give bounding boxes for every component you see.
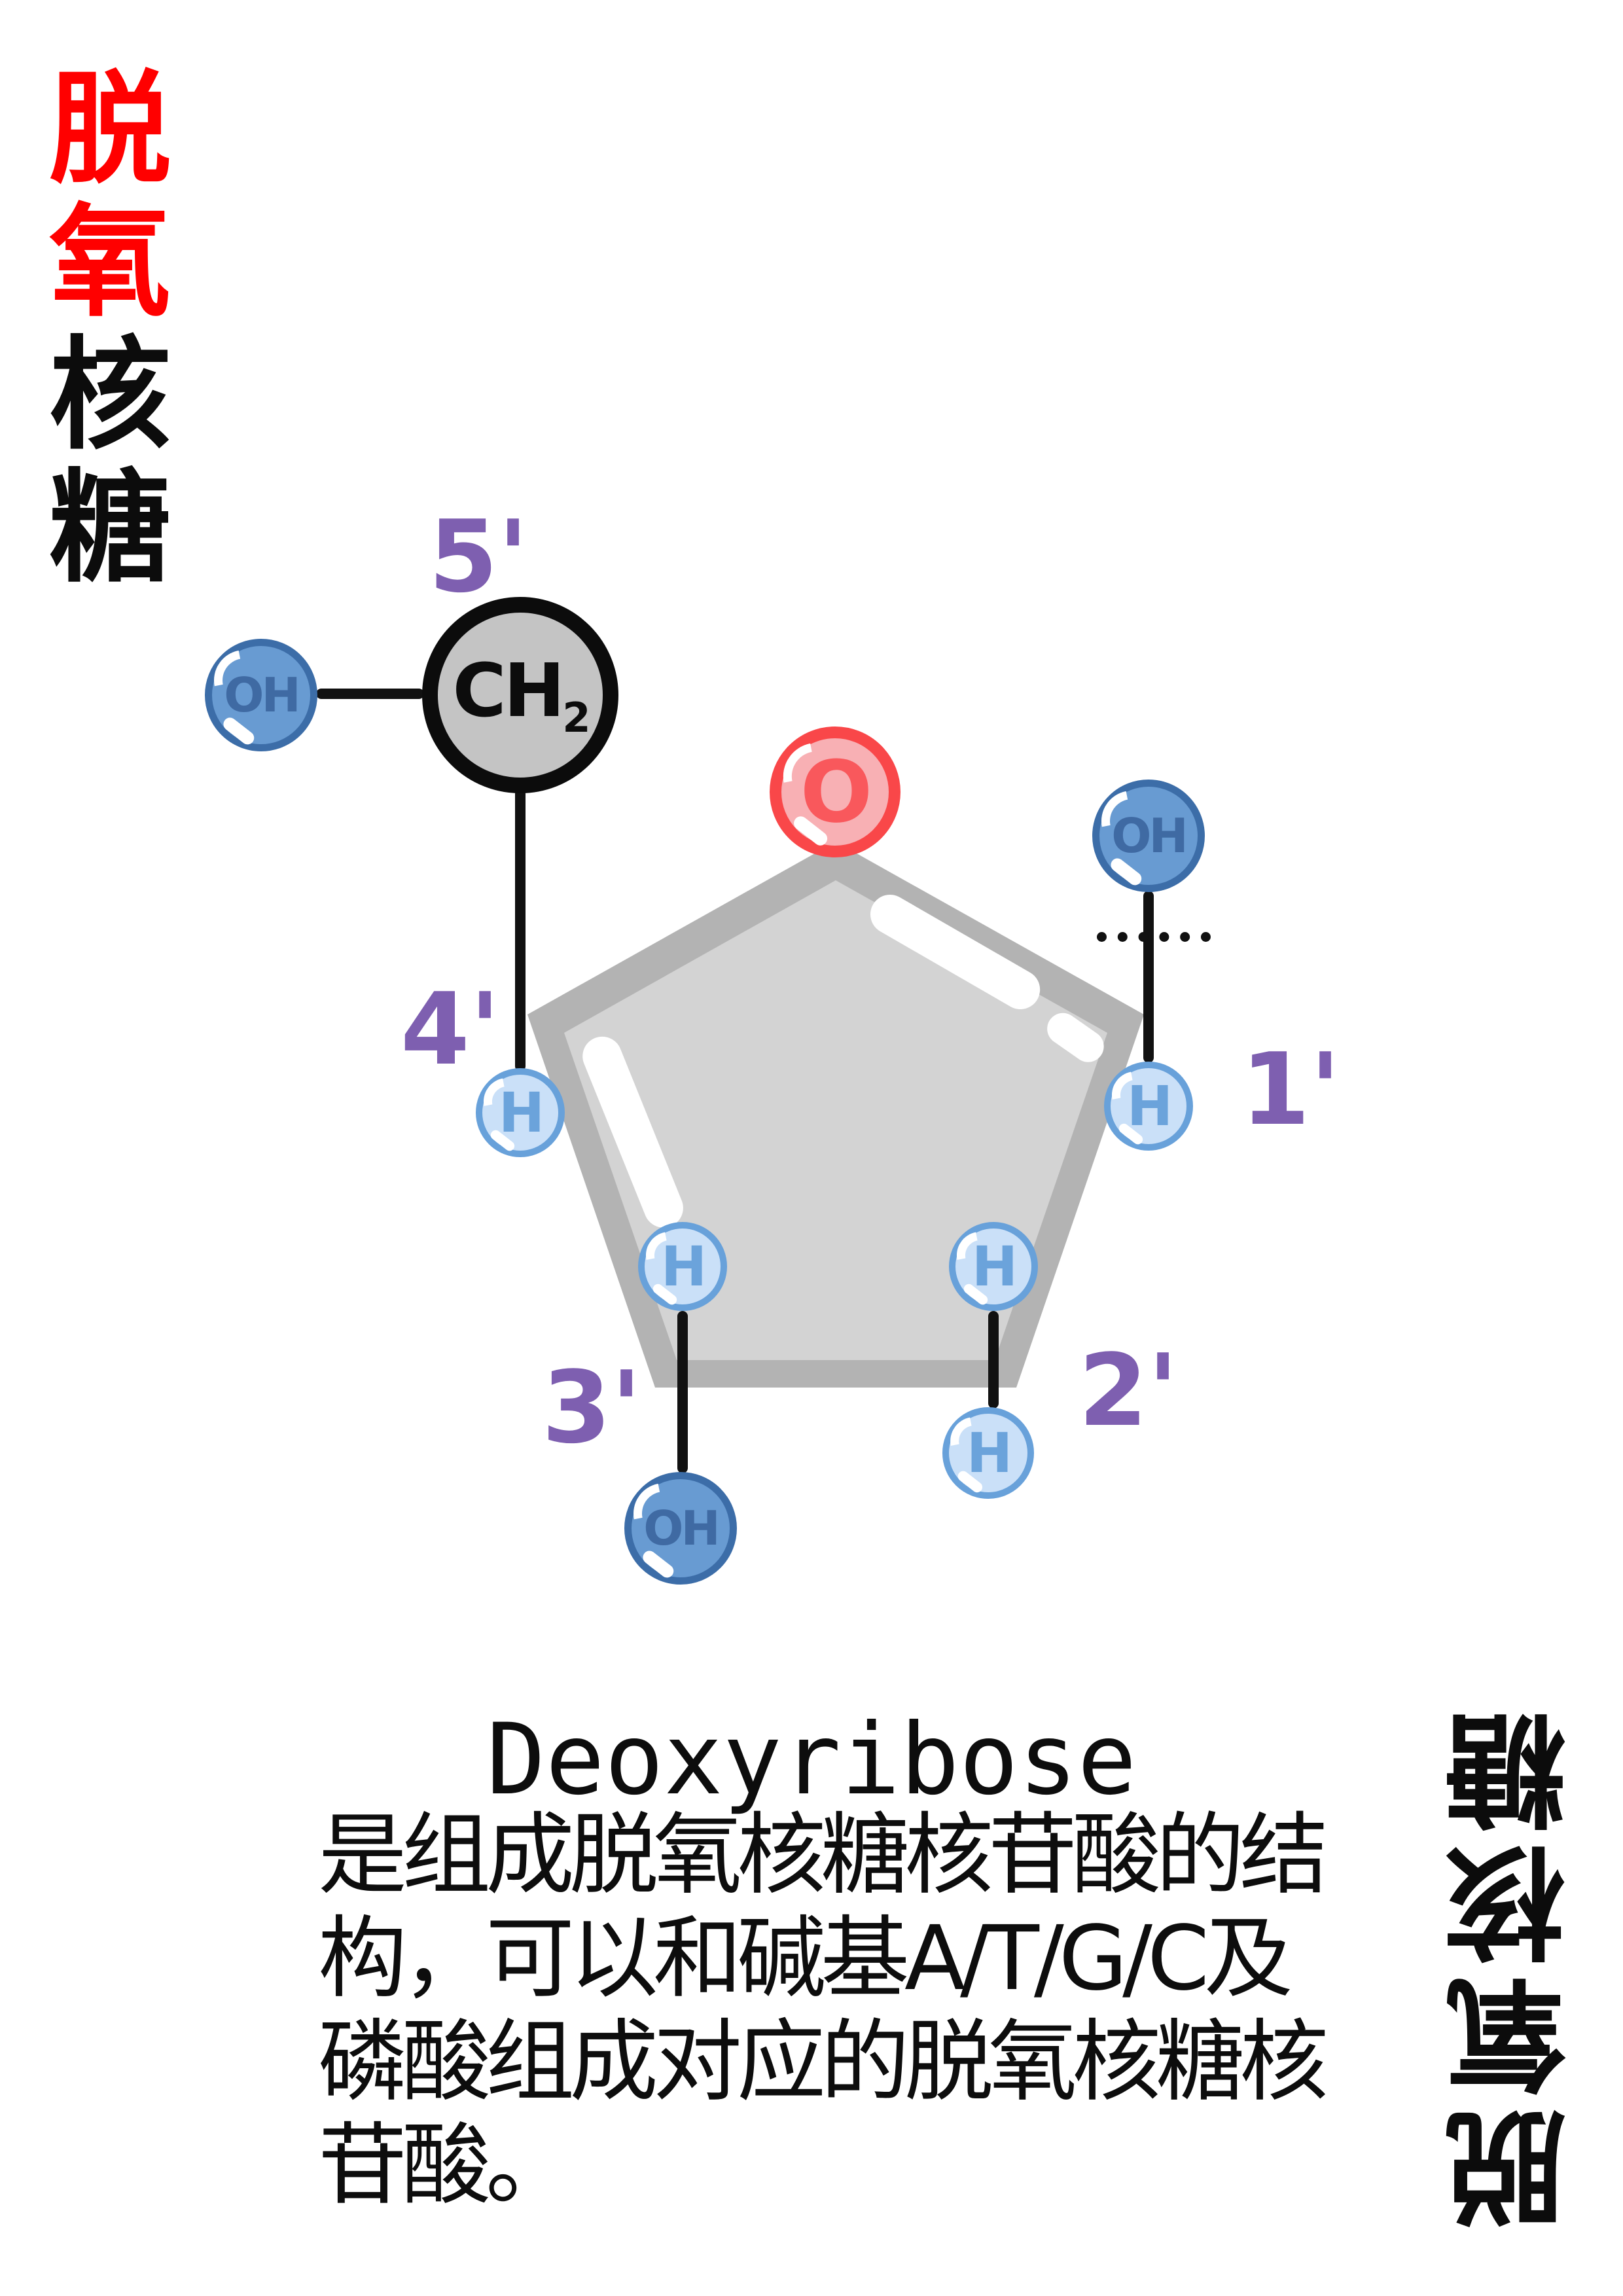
label-5-prime: 5' [429,499,529,615]
title-char: 糖 [1444,1697,1567,1839]
atom-oh-top-left: OH [205,639,317,751]
atom-label: H [1126,1074,1173,1138]
caption-line: 苷酸。 [318,2114,575,2217]
atom-label: OH [643,1501,720,1556]
atom-label: H [966,1421,1012,1485]
glycosidic-dotted-line [1097,932,1211,942]
atom-oh-bottom: OH [624,1472,737,1585]
title-char: 氧 [1444,1962,1567,2104]
title-char: 氧 [48,191,171,333]
atom-ring-oxygen: O [770,726,901,857]
gloss-streak [582,1036,683,1228]
bond-c3-oh [677,1311,688,1473]
atom-label: OH [224,668,300,723]
caption-title: Deoxyribose [486,1703,1137,1817]
right-vertical-title-rotated: 脱 氧 核 糖 [1440,1697,1571,2236]
atom-ch2: CH2 [422,597,618,793]
bond-c2-h [988,1311,999,1408]
left-vertical-title: 脱 氧 核 糖 [47,63,173,594]
atom-oh-right: OH [1092,780,1205,892]
atom-h-c2-outer: H [942,1407,1034,1499]
atom-label: H [971,1234,1018,1299]
atom-h-c3: H [638,1222,727,1311]
title-char: 糖 [48,457,171,599]
title-char: 脱 [48,58,171,200]
label-1-prime: 1' [1241,1031,1341,1147]
ch2-subscript: 2 [562,693,590,742]
atom-label: H [498,1081,544,1145]
caption-line: 磷酸组成对应的脱氧核糖核 [318,2011,1329,2114]
atom-label: CH2 [452,649,590,742]
title-char: 脱 [1444,2094,1567,2236]
title-char: 核 [1444,1829,1567,1971]
caption-line: 构，可以和碱基A/T/G/C及 [318,1907,1293,2011]
atom-label: O [800,742,872,842]
bond-oh-ch2 [316,689,424,699]
gloss-streak [1047,1013,1104,1062]
caption-body: 是组成脱氧核糖核苷酸的结 构，可以和碱基A/T/G/C及 磷酸组成对应的脱氧核糖… [318,1804,1378,2217]
bond-oh-c1 [1143,891,1154,1063]
caption-line: 是组成脱氧核糖核苷酸的结 [318,1804,1329,1907]
atom-h-c2: H [949,1222,1038,1311]
atom-h-c4: H [476,1068,565,1157]
atom-label: OH [1111,808,1188,863]
label-4-prime: 4' [401,971,501,1087]
gloss-streak [870,895,1041,1009]
label-3-prime: 3' [542,1350,642,1465]
title-char: 核 [48,324,171,466]
atom-h-c1: H [1104,1062,1193,1151]
atom-label: H [660,1234,707,1299]
label-2-prime: 2' [1079,1333,1179,1448]
bond-ch2-c4 [515,789,526,1071]
